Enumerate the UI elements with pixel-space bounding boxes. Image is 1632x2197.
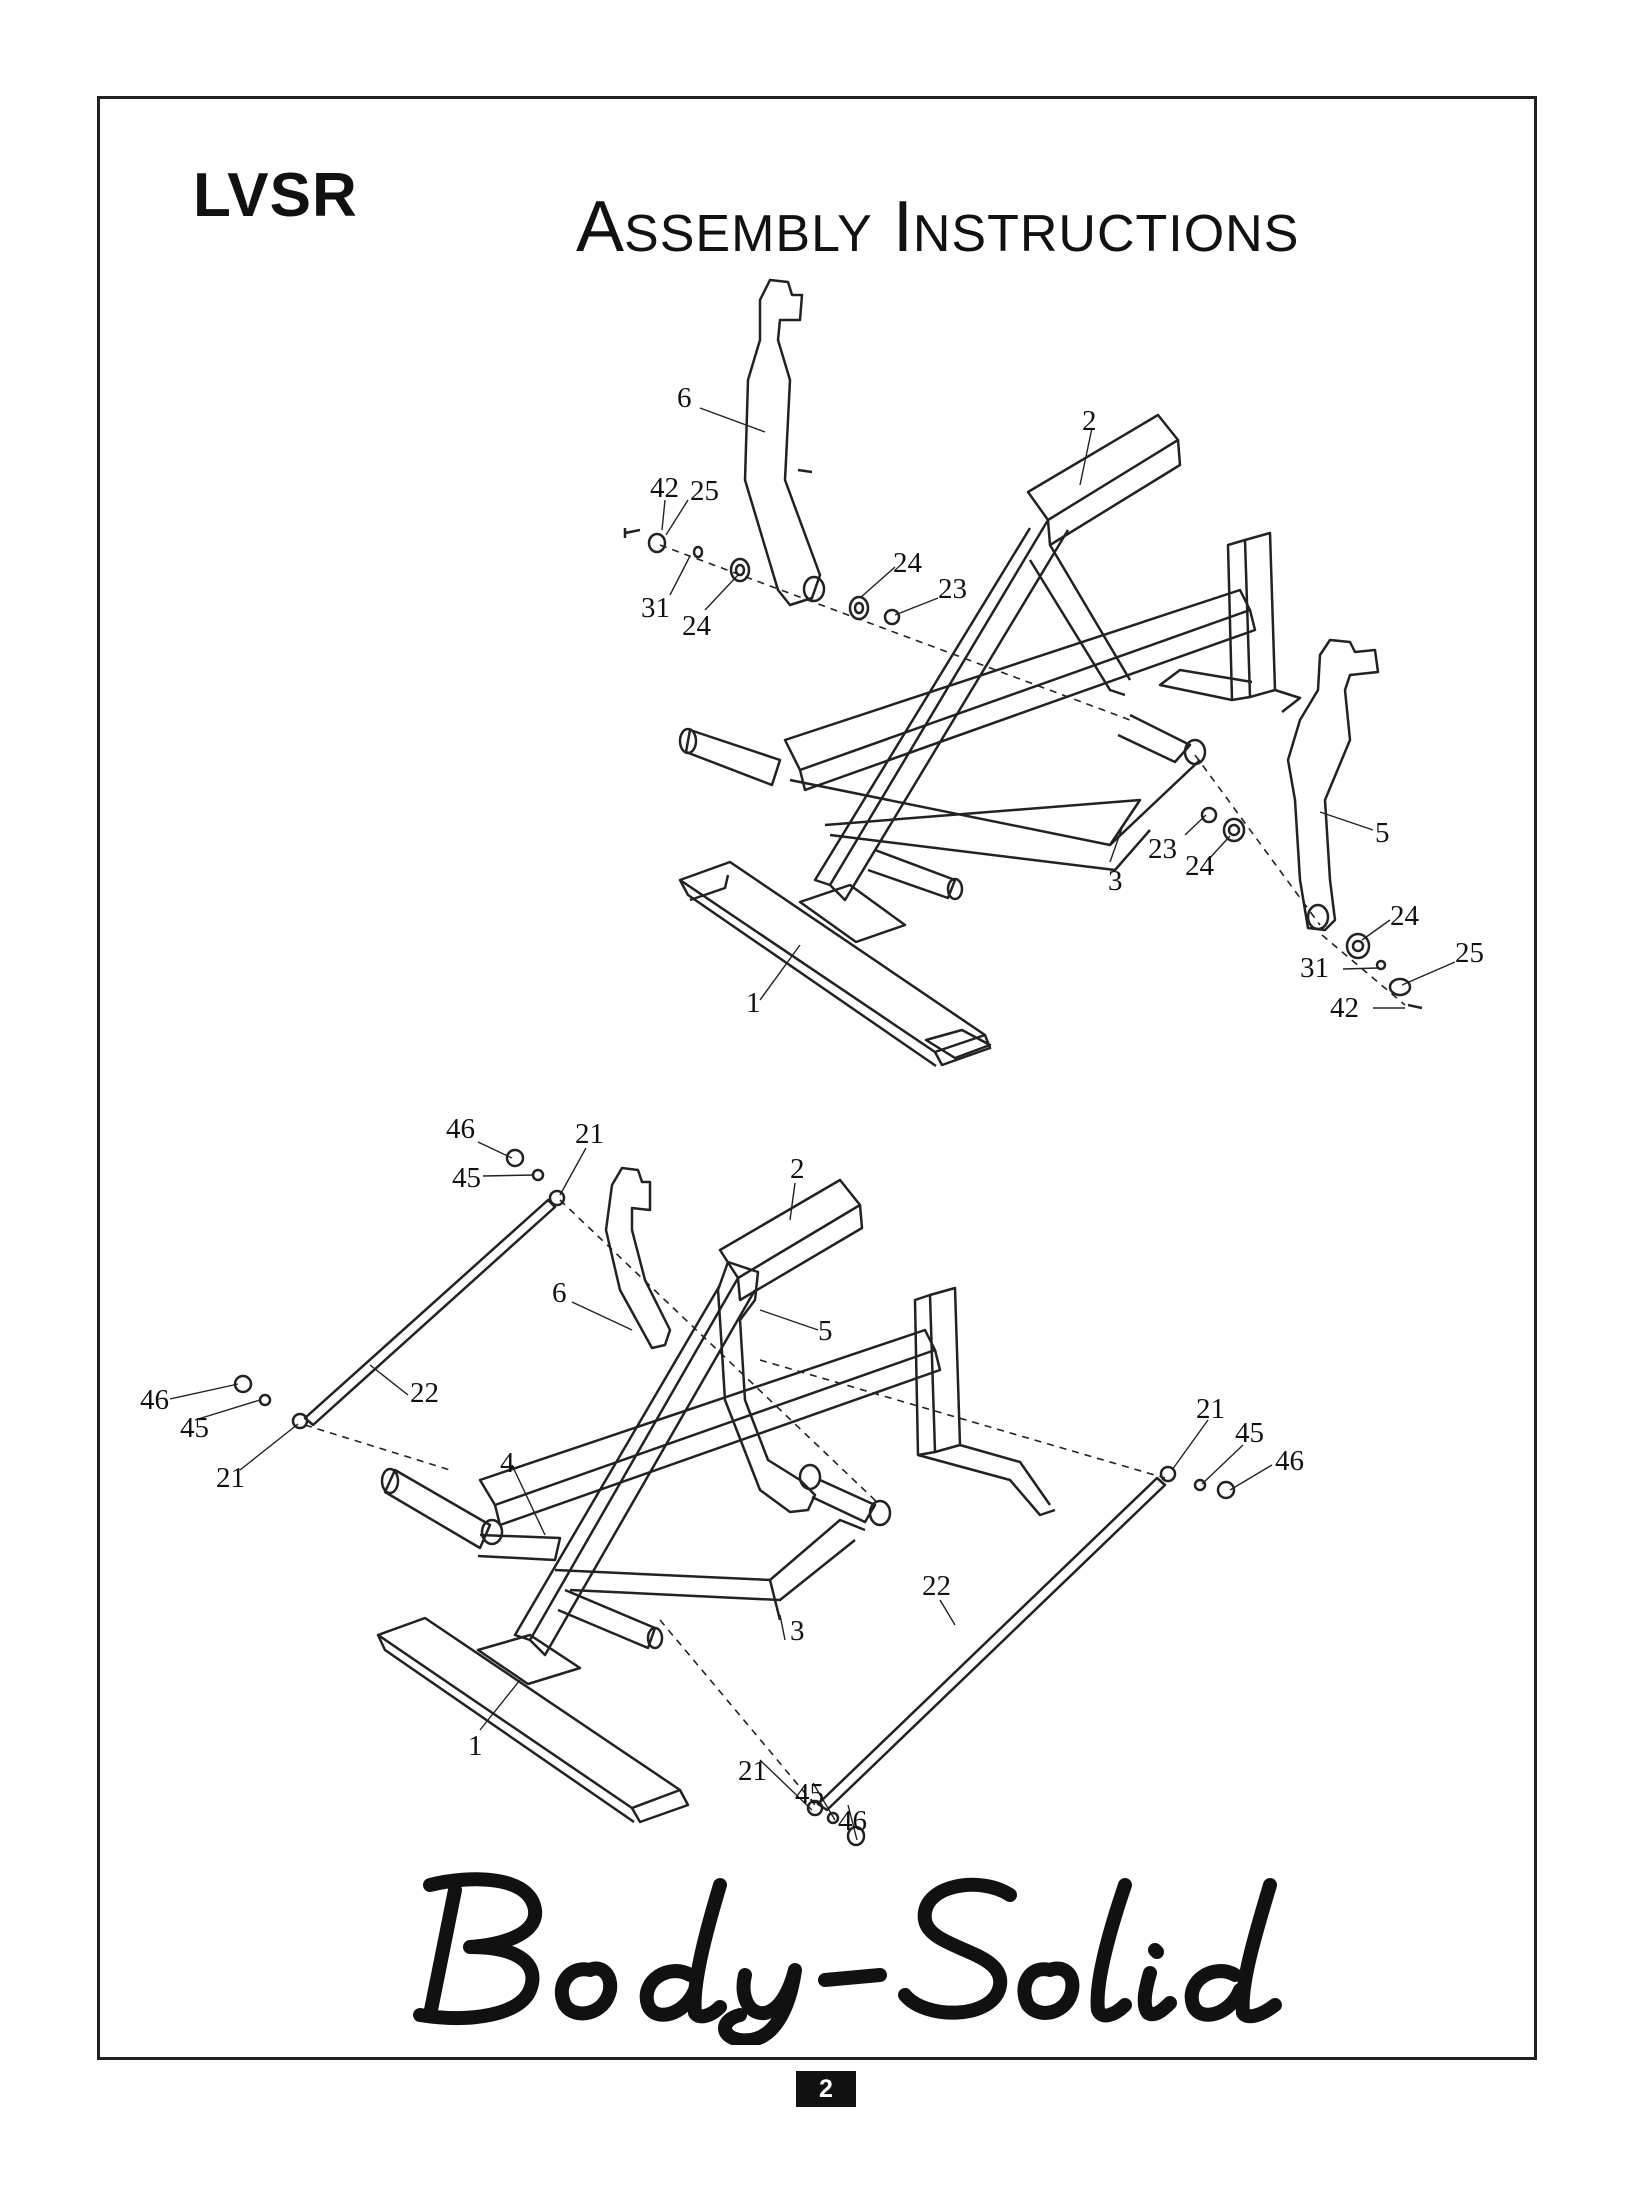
callout-2: 2 (790, 1153, 805, 1185)
callout-24: 24 (893, 547, 923, 579)
callout-4: 4 (500, 1447, 515, 1479)
callout-45: 45 (180, 1412, 209, 1444)
part-6-lever (745, 280, 824, 605)
callout-46: 46 (1275, 1445, 1304, 1477)
callout-45: 45 (452, 1162, 481, 1194)
callout-42: 42 (1330, 992, 1359, 1024)
callout-42: 42 (650, 472, 679, 504)
callout-46: 46 (140, 1384, 169, 1416)
callout-25: 25 (1455, 937, 1484, 969)
callout-1: 1 (746, 987, 761, 1019)
callout-25: 25 (690, 475, 719, 507)
rear-upright-frame (1160, 533, 1300, 712)
leader-lines-bottom (170, 1142, 1272, 1840)
callout-21: 21 (738, 1755, 767, 1787)
callout-5: 5 (1375, 817, 1390, 849)
callouts-bottom: 46 21 45 2 6 5 46 22 45 21 45 46 4 21 22… (140, 1113, 1304, 1837)
part-5-lever (1288, 640, 1378, 930)
callout-21: 21 (216, 1462, 245, 1494)
callout-24: 24 (682, 610, 712, 642)
callout-21: 21 (575, 1118, 604, 1150)
callout-45: 45 (795, 1778, 824, 1810)
callout-22: 22 (922, 1570, 951, 1602)
callout-23: 23 (938, 573, 967, 605)
callout-46: 46 (838, 1805, 867, 1837)
callout-3: 3 (790, 1615, 805, 1647)
hardware-bottom (235, 1150, 1234, 1845)
callout-21: 21 (1196, 1393, 1225, 1425)
exploded-view-bottom: 46 21 45 2 6 5 46 22 45 21 45 46 4 21 22… (140, 1113, 1304, 1845)
page-number: 2 (796, 2071, 856, 2107)
callout-6: 6 (677, 382, 692, 414)
part-4-bar-bottom (478, 1535, 560, 1560)
exploded-view-top: 6 2 42 25 24 23 31 24 5 23 24 3 24 25 31… (625, 280, 1484, 1066)
callout-5: 5 (818, 1315, 833, 1347)
callout-2: 2 (1082, 405, 1097, 437)
rear-upright-frame-bottom (915, 1288, 1055, 1515)
callout-3: 3 (1108, 865, 1123, 897)
callout-46: 46 (446, 1113, 475, 1145)
handle-tubes (680, 715, 1205, 899)
body-solid-logo (0, 1855, 1632, 2045)
callout-31: 31 (641, 592, 670, 624)
leader-lines-top (662, 408, 1455, 1008)
callout-1: 1 (468, 1730, 483, 1762)
callout-22: 22 (410, 1377, 439, 1409)
callout-23: 23 (1148, 833, 1177, 865)
callouts-top: 6 2 42 25 24 23 31 24 5 23 24 3 24 25 31… (641, 382, 1484, 1024)
part-2-arm (815, 415, 1180, 900)
part-2-arm-bottom (515, 1180, 862, 1655)
callout-45: 45 (1235, 1417, 1264, 1449)
callout-24: 24 (1185, 850, 1215, 882)
part-6-lever-bottom (606, 1168, 670, 1348)
part-3-foot-bar (790, 760, 1200, 870)
callout-6: 6 (552, 1277, 567, 1309)
callout-31: 31 (1300, 952, 1329, 984)
part-1-base-frame (680, 862, 990, 1066)
part-1-base-frame-bottom (378, 1618, 688, 1822)
callout-24: 24 (1390, 900, 1420, 932)
part-5-lever-bottom (718, 1262, 820, 1512)
